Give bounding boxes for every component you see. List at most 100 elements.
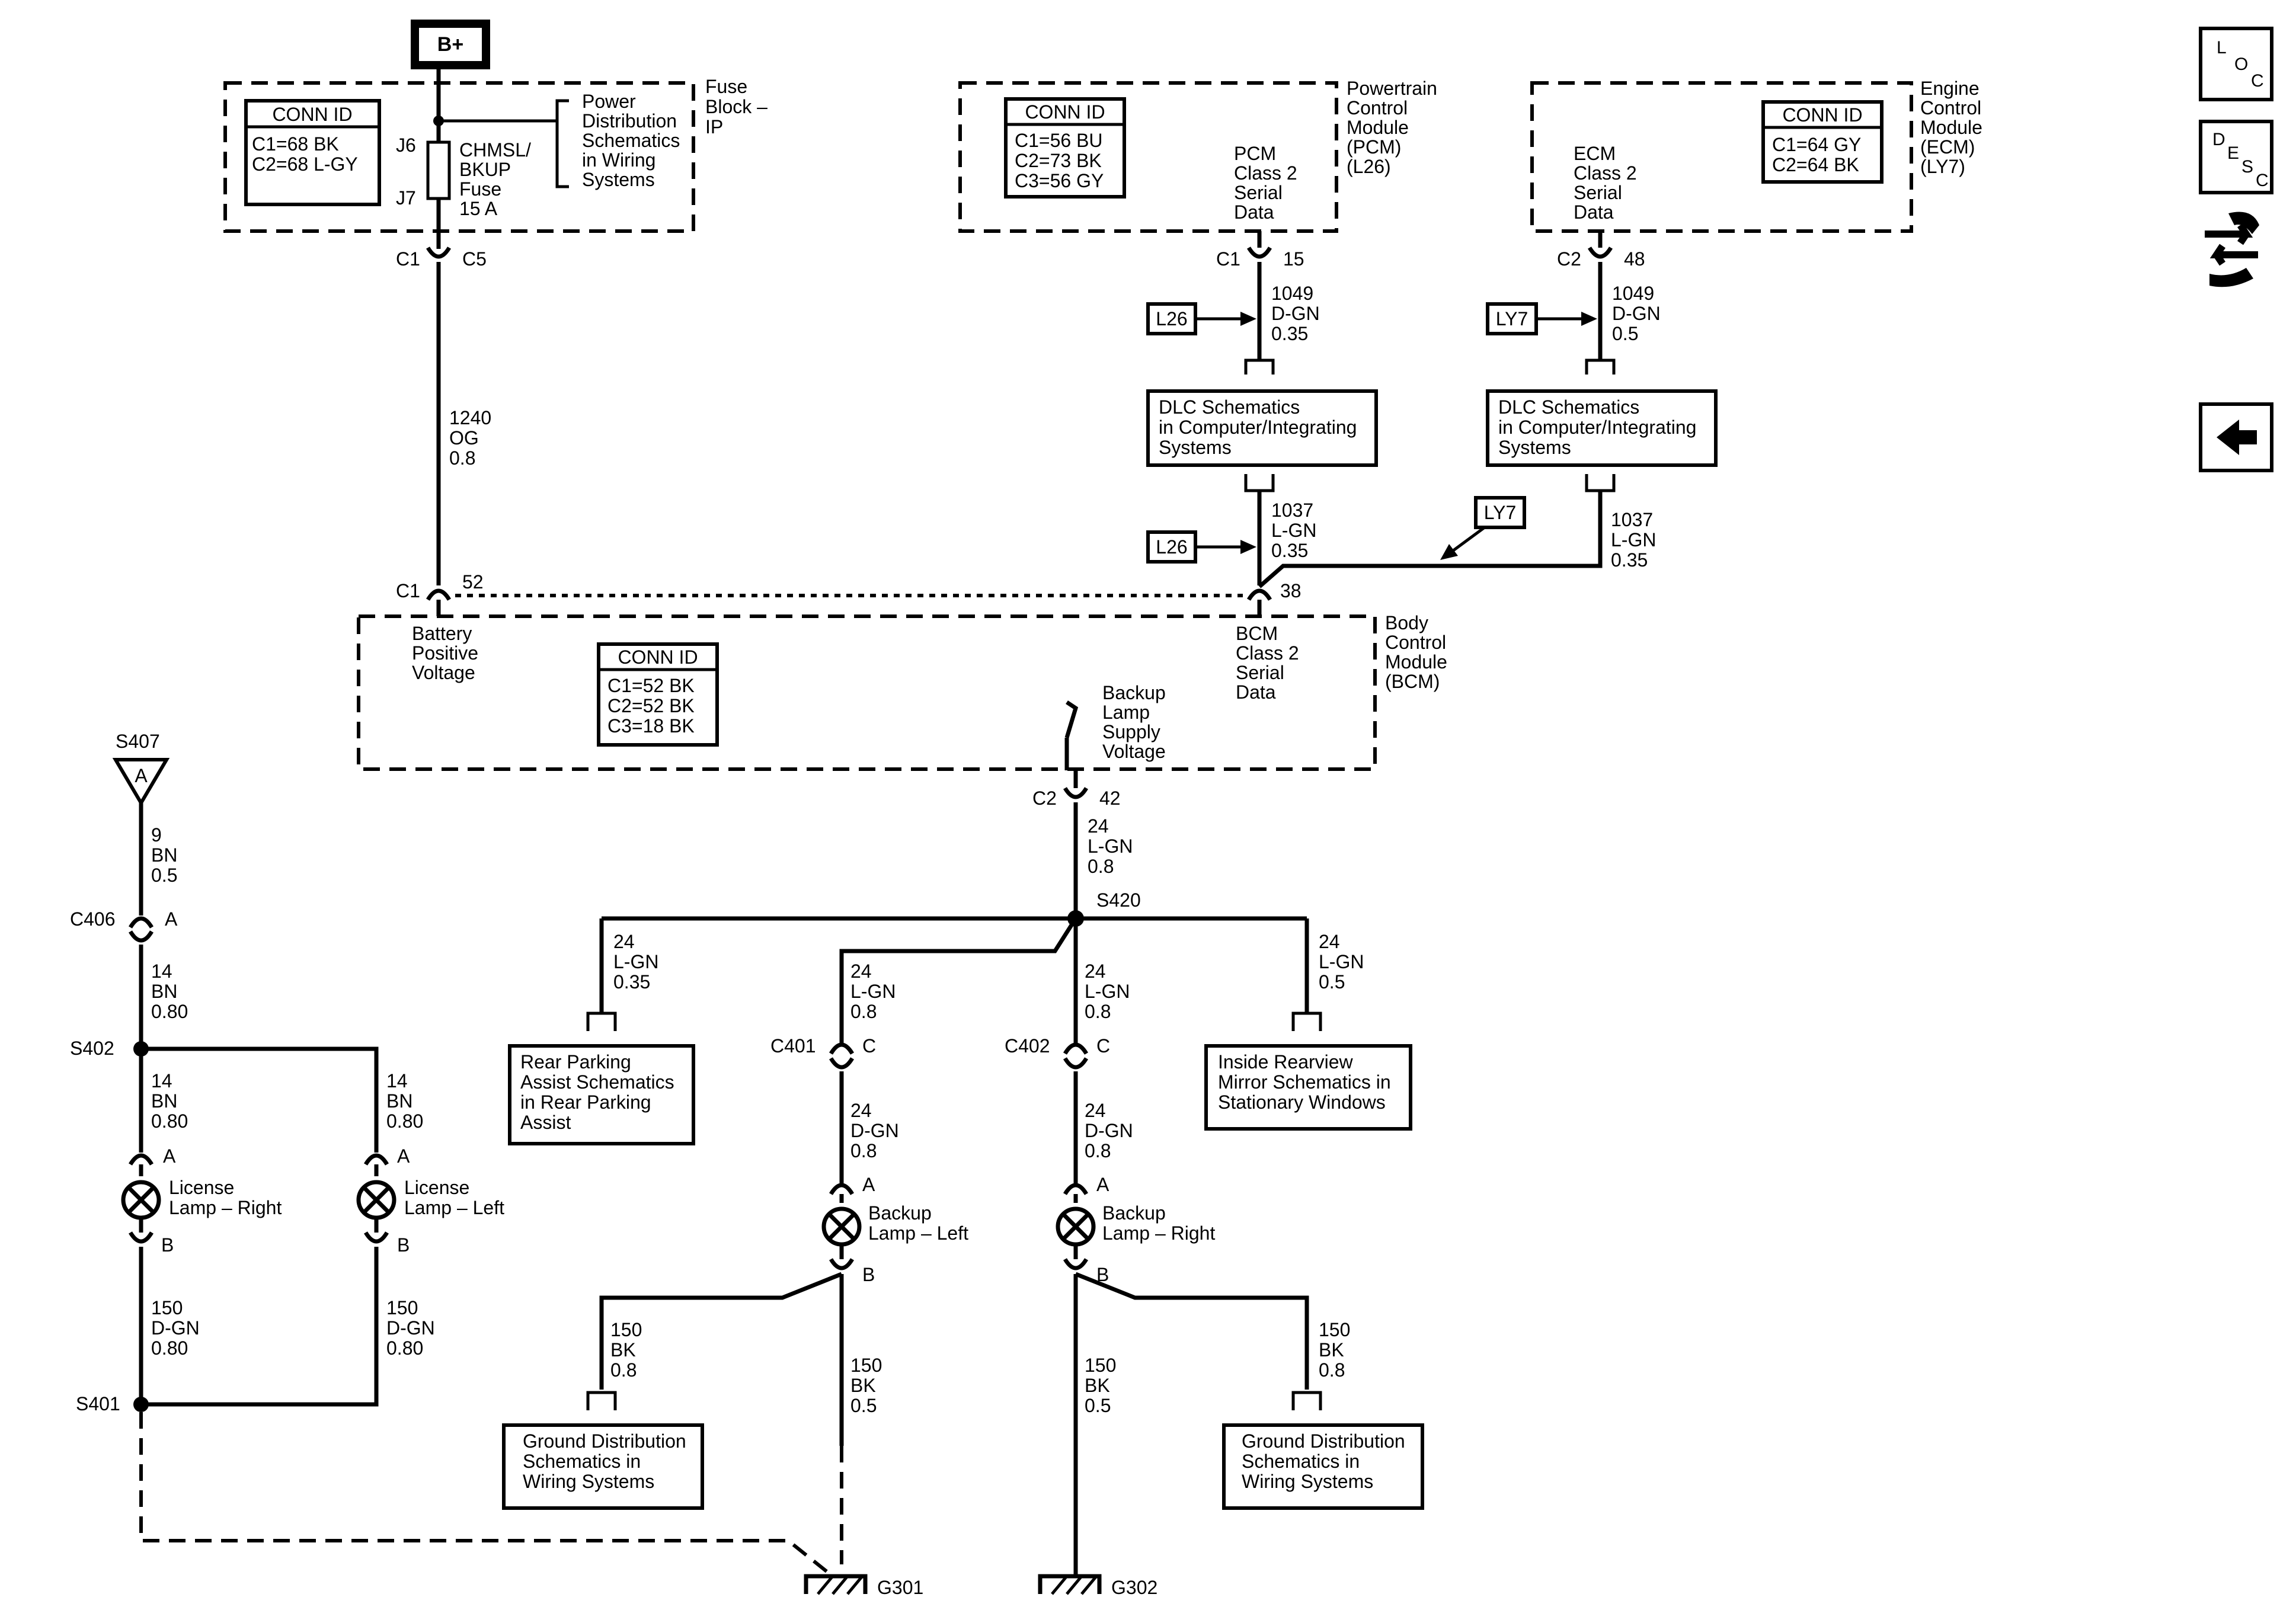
wrench-arrows-icon[interactable] [2205,212,2259,287]
loc-button[interactable]: L O C [2199,27,2273,101]
pin-label: A [163,1145,176,1167]
lamp-label: Lamp – Left [404,1197,504,1218]
wire-label: 1037 [1271,500,1313,521]
wire-label: 0.35 [1611,549,1648,571]
conn-line: C1=68 BK [252,133,339,155]
box-text: Ground Distribution [523,1430,686,1452]
box-text: Wiring Systems [1242,1471,1373,1492]
conn-line: C2=64 BK [1772,154,1859,175]
terminal-label: Class 2 [1236,642,1299,664]
box-text: Systems [1159,437,1232,458]
dlc-connector-bottom [1244,474,1275,492]
pin-label: B [397,1234,410,1256]
pin-label: 38 [1280,580,1302,601]
lamp-label: License [404,1177,469,1198]
wire-label: 14 [151,961,172,982]
wire-label: 0.35 [613,971,650,993]
module-name: (BCM) [1385,671,1440,692]
bcm-outline [357,614,1377,771]
back-arrow-button[interactable] [2199,402,2273,472]
conn-label: C402 [1005,1035,1050,1057]
box-text: Assist Schematics [520,1071,674,1093]
box-text: Ground Distribution [1242,1430,1405,1452]
mirror-box [1204,1044,1412,1131]
terminal-label: Supply [1102,721,1160,742]
conn-line: C1=64 GY [1772,134,1861,155]
wire-s401-to-g301 [139,1412,834,1578]
dlc-box-ecm [1486,389,1718,467]
power-dist-text: Distribution [582,110,677,132]
wire-label: 0.5 [151,865,177,886]
wire-label: D-GN [151,1317,200,1339]
wire-label: BK [1085,1375,1110,1396]
wire-label: 0.8 [449,447,475,469]
box-text: DLC Schematics [1159,396,1300,418]
box-text: Schematics in [523,1451,641,1472]
wire-label: 1240 [449,407,491,428]
box-text: Stationary Windows [1218,1092,1386,1113]
box-text: in Computer/Integrating [1159,417,1357,438]
pin-label: A [397,1145,410,1167]
pin-label: 52 [462,571,484,593]
option-tag-l26 [1146,302,1197,335]
conn-line: C2=73 BK [1015,150,1102,171]
power-dist-text: Power [582,91,636,112]
wire-label: 0.35 [1271,540,1308,561]
wire-label: 150 [151,1297,183,1318]
connector-c2 [1063,787,1089,799]
pin-label: A [165,908,178,930]
conn-label: C5 [462,248,487,270]
backup-switch-blade [1064,700,1079,739]
wire-1037-ecm [1258,491,1603,588]
wire-label: 0.8 [1088,856,1114,877]
box-text: Assist [520,1112,571,1133]
wire-label: 24 [1088,815,1109,837]
wire-label: 0.80 [386,1110,423,1132]
wire-label: 0.8 [850,1140,877,1161]
back-arrow-icon [2217,420,2257,455]
wire-label: 0.8 [1085,1001,1111,1022]
terminal-label: Positive [412,642,478,664]
ecm-connector [1587,247,1613,259]
wire-150-right-branch [1075,1272,1309,1390]
wire-label: L-GN [1611,529,1656,550]
terminal-label: Data [1234,201,1274,223]
lamp-label: Backup [1102,1202,1166,1224]
wire-label: 1049 [1271,283,1313,304]
pin-label: C [1096,1035,1110,1057]
wire-label: D-GN [1271,303,1320,324]
module-name: (ECM) [1920,136,1975,158]
fuse-label: BKUP [459,159,511,180]
module-name: (PCM) [1347,136,1401,158]
fuse-label: Fuse [459,178,501,200]
wire-label: L-GN [1085,981,1130,1002]
pcm-connector [1246,247,1272,259]
module-name: Body [1385,612,1428,633]
wire-label: 150 [850,1355,882,1376]
ecm-outline [1530,81,1913,233]
ground-g301-symbol [804,1574,868,1595]
wire-label: D-GN [386,1317,435,1339]
option-tag-ly7 [1474,496,1526,529]
conn-id-title: CONN ID [618,646,698,668]
fuse-label: 15 A [459,198,498,219]
module-name: Control [1385,632,1446,653]
bcm-conn-id [597,642,719,747]
box-text: Mirror Schematics in [1218,1071,1391,1093]
terminal-label: Data [1236,681,1276,703]
connector-c401 [829,1042,855,1055]
wire-label: OG [449,427,479,449]
terminal-label: Data [1574,201,1614,223]
conn-label: C1 [396,248,420,270]
conn-line: C3=56 GY [1015,170,1104,191]
conn-label: C2 [1032,788,1057,809]
pin-label: B [862,1264,875,1285]
loc-letter: L [2217,38,2227,57]
splice-label: S401 [76,1393,120,1414]
desc-button[interactable]: D E S C [2199,120,2273,194]
terminal-label: Lamp [1102,702,1150,723]
wire-14-left [141,1046,379,1153]
splice-s401 [133,1397,149,1412]
wire-label: D-GN [850,1120,899,1141]
